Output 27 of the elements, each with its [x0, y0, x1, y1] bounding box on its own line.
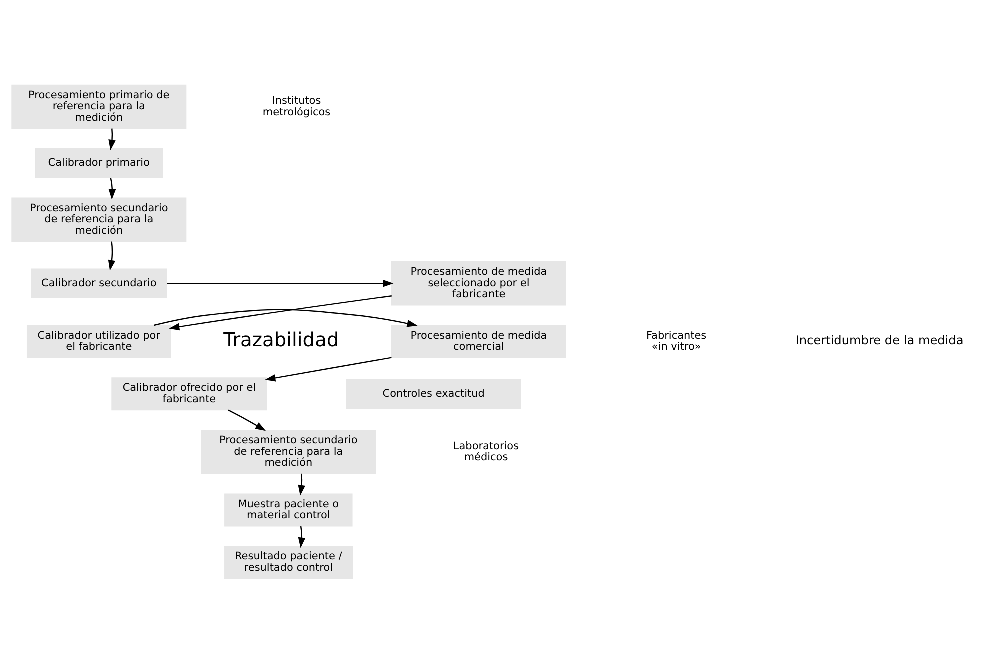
node-box: Procesamiento de medida seleccionado por el fabricante	[392, 260, 566, 306]
label: Incertidumbre de la medida	[796, 333, 964, 347]
arrow	[108, 128, 116, 150]
node-box: Procesamiento secundario de referencia para la medición	[12, 197, 187, 242]
arrow	[108, 241, 116, 270]
node-box: Resultado paciente / resultado control	[224, 546, 354, 579]
arrow	[298, 526, 306, 548]
arrow	[167, 279, 394, 287]
arrow	[228, 409, 266, 431]
arrow	[154, 308, 418, 327]
node-box: Procesamiento de medida comercial	[392, 324, 566, 358]
arrow	[108, 177, 116, 200]
label: Trazabilidad	[224, 328, 340, 352]
label: Institutos metrológicos	[262, 94, 331, 118]
arrow	[169, 295, 392, 330]
node-box: Procesamiento primario de referencia para la medición	[12, 84, 187, 129]
node-box: Muestra paciente o material control	[224, 493, 353, 526]
node-box: Calibrador ofrecido por el fabricante	[112, 377, 268, 410]
node-box: Calibrador utilizado por el fabricante	[26, 324, 172, 358]
label: Laboratorios médicos	[453, 440, 520, 464]
node-box: Controles exactitud	[346, 378, 522, 409]
node-box: Calibrador primario	[35, 148, 164, 178]
label: Fabricantes «in vitro»	[646, 329, 707, 353]
arrow	[265, 356, 392, 382]
node-box: Procesamiento secundario de referencia para la medición	[201, 429, 376, 474]
arrow	[298, 473, 306, 496]
node-box: Calibrador secundario	[31, 268, 168, 298]
